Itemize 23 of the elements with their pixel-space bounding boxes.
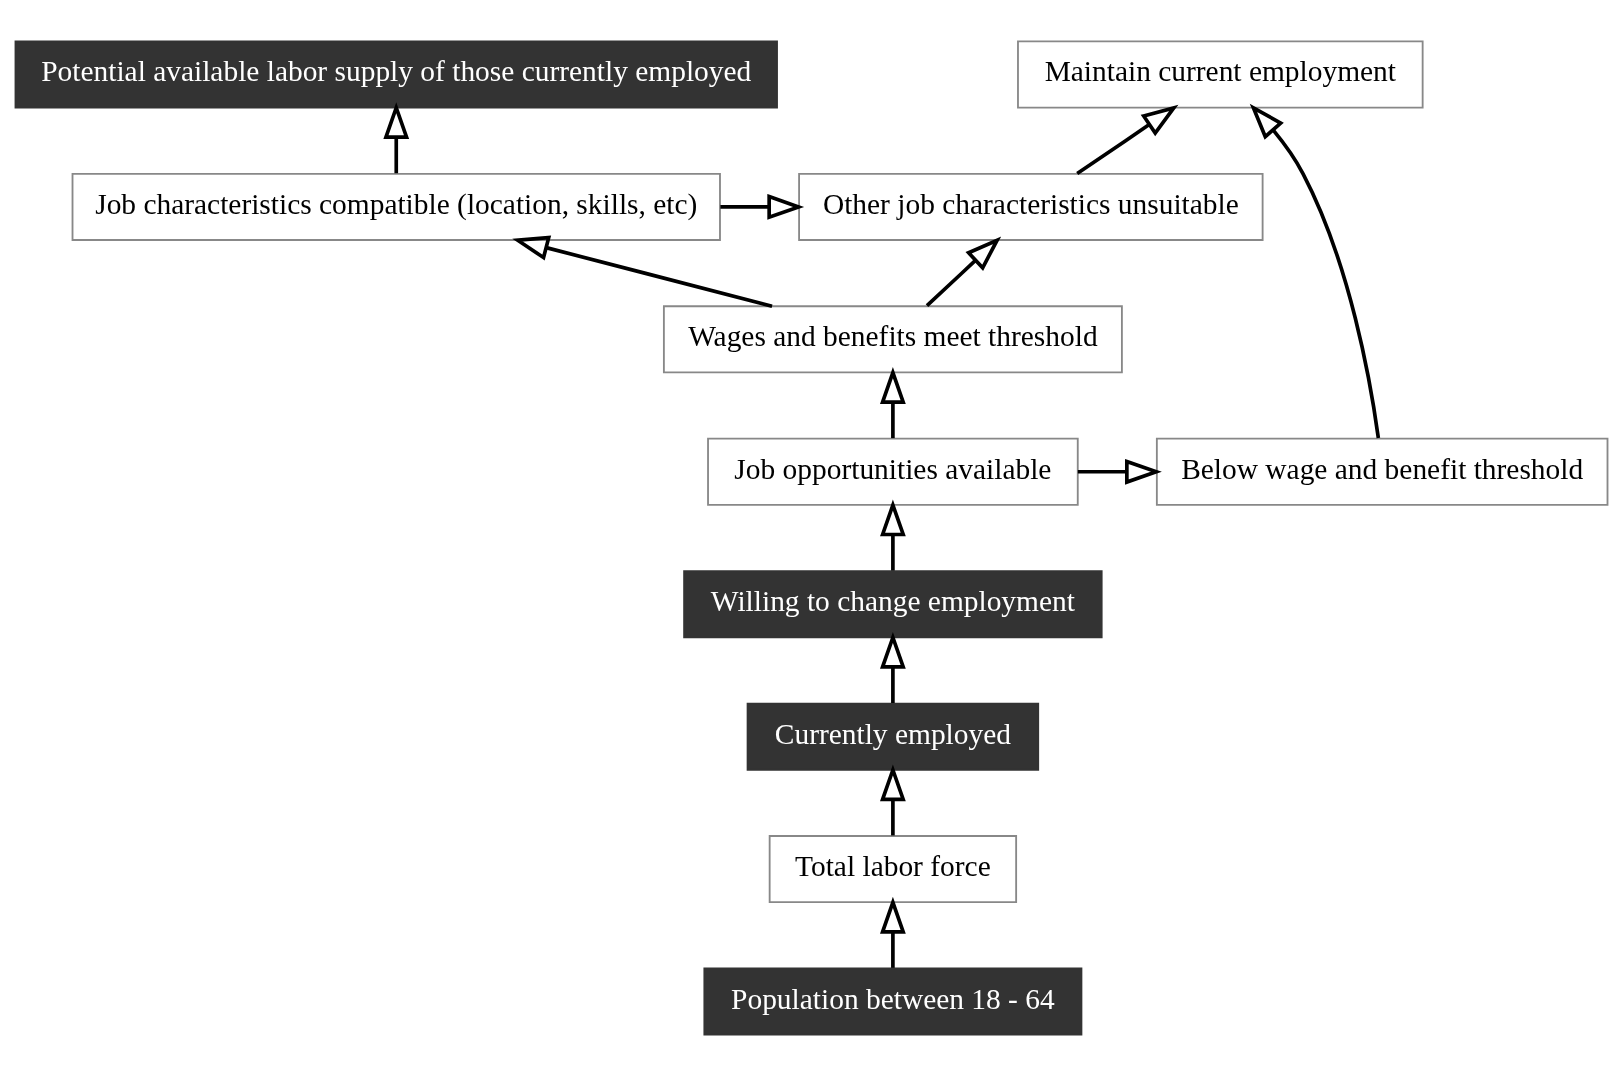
node-box: Below wage and benefit threshold: [1155, 437, 1609, 506]
arrow: [925, 236, 1002, 308]
node-box: Job opportunities available: [707, 437, 1079, 506]
node-box: Total labor force: [768, 835, 1018, 904]
arrow: [1076, 104, 1179, 176]
node-box: Willing to change employment: [683, 570, 1103, 639]
arrow: [880, 631, 906, 703]
node-box: Wages and benefits meet threshold: [662, 305, 1123, 374]
node-box: Job characteristics compatible (location, skills, etc): [71, 172, 721, 241]
arrow: [1077, 458, 1162, 485]
arrow: [880, 367, 906, 439]
arrow: [1249, 103, 1381, 439]
node-box: Currently employed: [746, 702, 1040, 771]
arrow: [720, 194, 805, 220]
arrow: [512, 235, 773, 308]
arrow: [383, 102, 410, 174]
arrow: [880, 499, 906, 571]
node-box: Other job characteristics unsuitable: [798, 172, 1264, 241]
node-box: Maintain current employment: [1017, 40, 1424, 109]
node-box: Potential available labor supply of those currently employed: [14, 40, 778, 109]
arrow: [880, 896, 906, 968]
arrow: [880, 764, 906, 836]
node-box: Population between 18 - 64: [703, 967, 1083, 1036]
